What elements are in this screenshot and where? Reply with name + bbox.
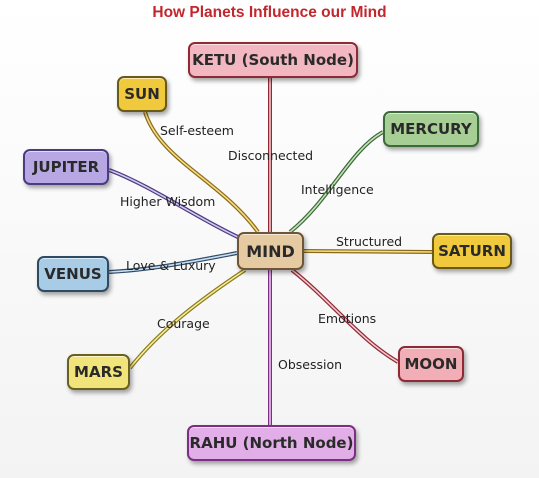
relation-label-jupiter: Higher Wisdom bbox=[120, 194, 216, 209]
node-jupiter: JUPITER bbox=[23, 149, 109, 185]
relation-label-ketu: Disconnected bbox=[228, 148, 314, 163]
relation-label-saturn: Structured bbox=[336, 234, 403, 249]
node-mind-center: MIND bbox=[237, 232, 304, 270]
node-sun: SUN bbox=[117, 76, 167, 112]
node-rahu: RAHU (North Node) bbox=[187, 425, 356, 461]
node-saturn: SATURN bbox=[432, 233, 512, 269]
relation-label-mercury: Intelligence bbox=[301, 182, 374, 197]
node-mars: MARS bbox=[67, 354, 130, 390]
node-venus: VENUS bbox=[37, 256, 109, 292]
node-mercury: MERCURY bbox=[383, 111, 479, 147]
relation-label-venus: Love & Luxury bbox=[126, 258, 216, 273]
node-ketu: KETU (South Node) bbox=[188, 42, 358, 78]
relation-label-moon: Emotions bbox=[318, 311, 377, 326]
diagram-title: How Planets Influence our Mind bbox=[152, 4, 387, 21]
relation-label-mars: Courage bbox=[157, 316, 210, 331]
relation-label-sun: Self-esteem bbox=[160, 123, 234, 138]
node-moon: MOON bbox=[398, 346, 464, 382]
relation-label-rahu: Obsession bbox=[278, 357, 343, 372]
